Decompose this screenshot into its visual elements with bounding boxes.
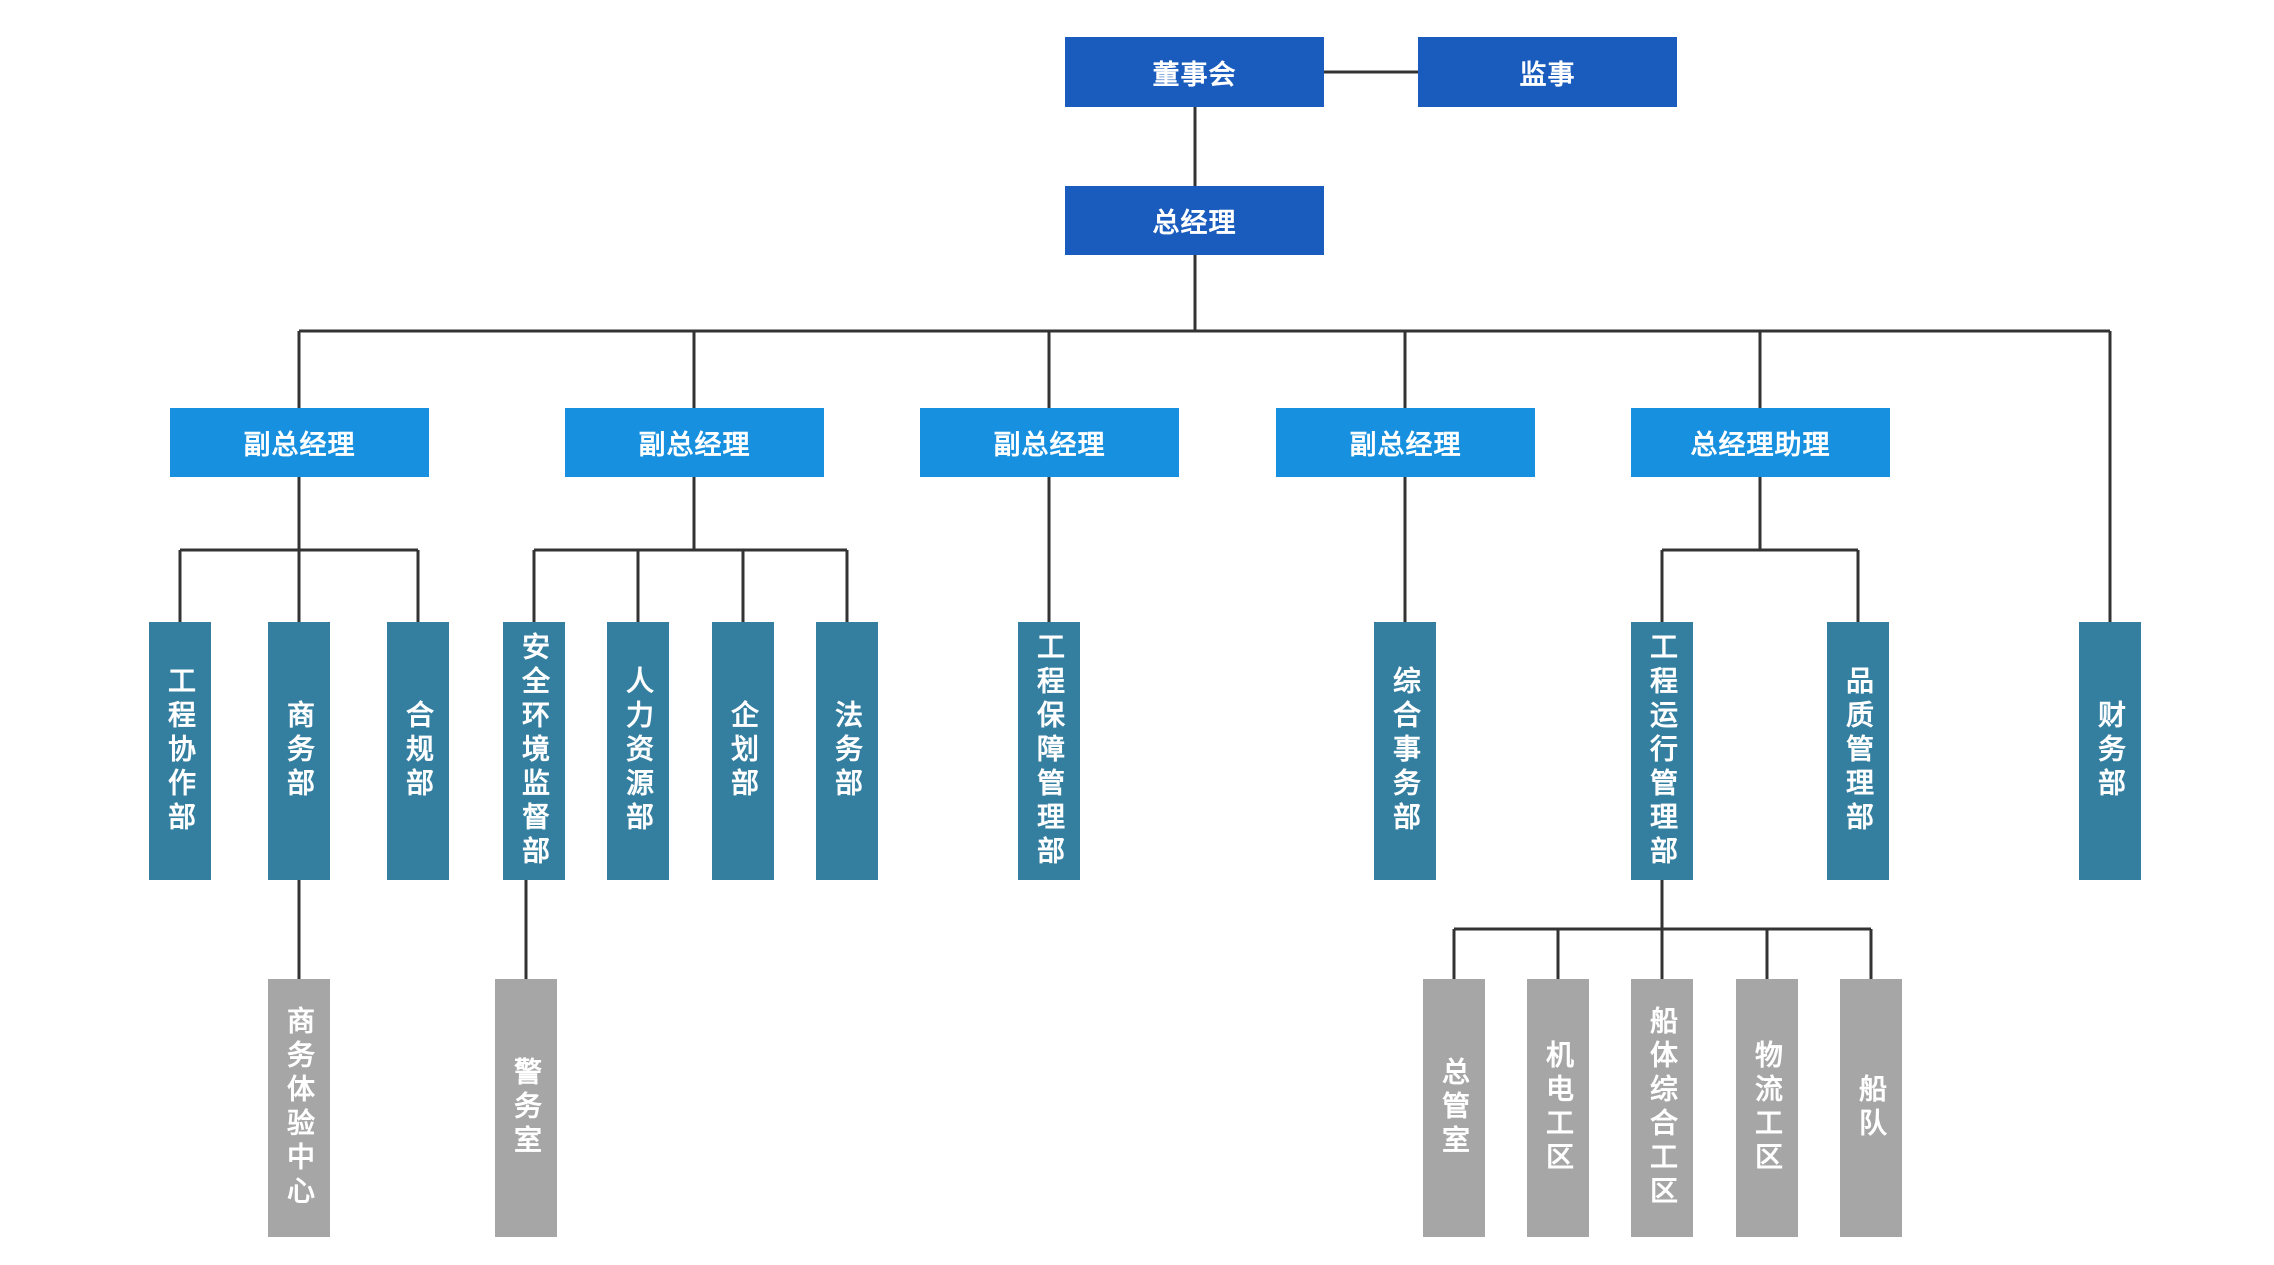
unit-fleet: 船队 — [1840, 979, 1902, 1237]
board-box: 董事会 — [1065, 37, 1324, 107]
dept-engineering-operations: 工程运行管理部 — [1631, 622, 1693, 880]
vice-gm-box-4: 副总经理 — [1276, 408, 1535, 477]
gm-assistant-box: 总经理助理 — [1631, 408, 1890, 477]
vice-gm-box-3: 副总经理 — [920, 408, 1179, 477]
unit-business-experience-center: 商务体验中心 — [268, 979, 330, 1237]
unit-logistics-area: 物流工区 — [1736, 979, 1798, 1237]
dept-engineering-support: 工程保障管理部 — [1018, 622, 1080, 880]
unit-mech-elec-area: 机电工区 — [1527, 979, 1589, 1237]
dept-finance: 财务部 — [2079, 622, 2141, 880]
dept-safety-environment: 安全环境监督部 — [503, 622, 565, 880]
vice-gm-box-1: 副总经理 — [170, 408, 429, 477]
general-manager-box: 总经理 — [1065, 186, 1324, 255]
dept-general-affairs: 综合事务部 — [1374, 622, 1436, 880]
dept-human-resources: 人力资源部 — [607, 622, 669, 880]
dept-planning: 企划部 — [712, 622, 774, 880]
dept-compliance: 合规部 — [387, 622, 449, 880]
dept-business: 商务部 — [268, 622, 330, 880]
unit-guard-room: 警务室 — [495, 979, 557, 1237]
unit-general-management-room: 总管室 — [1423, 979, 1485, 1237]
vice-gm-box-2: 副总经理 — [565, 408, 824, 477]
dept-quality: 品质管理部 — [1827, 622, 1889, 880]
supervisor-box: 监事 — [1418, 37, 1677, 107]
dept-legal: 法务部 — [816, 622, 878, 880]
unit-hull-area: 船体综合工区 — [1631, 979, 1693, 1237]
dept-engineering-coop: 工程协作部 — [149, 622, 211, 880]
